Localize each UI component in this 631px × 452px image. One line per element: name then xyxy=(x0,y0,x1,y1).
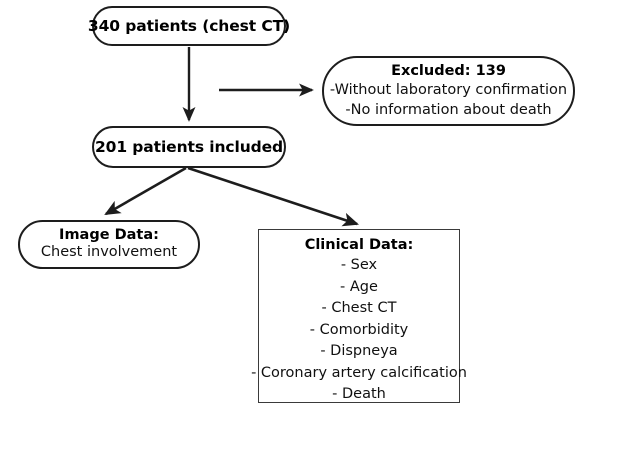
node-clinical-data-line-7: - Death xyxy=(332,386,386,402)
node-enrolled: 340 patients (chest CT) xyxy=(88,6,290,46)
node-image-data-title: Image Data: xyxy=(59,227,159,243)
node-included: 201 patients included xyxy=(92,126,286,168)
node-clinical-data-line-4: - Comorbidity xyxy=(309,321,409,338)
node-excluded-title: Excluded: 139 xyxy=(391,62,506,79)
node-clinical-data-line-5: - Dispneya xyxy=(320,343,398,359)
node-clinical-data-title: Clinical Data: xyxy=(304,237,414,253)
node-image-data: Image Data: Chest involvement xyxy=(18,220,200,269)
node-excluded-line-1: -Without laboratory confirmation xyxy=(329,81,568,98)
node-clinical-data-line-3: - Chest CT xyxy=(321,300,397,316)
node-excluded-line-2: -No information about death xyxy=(345,101,552,118)
node-included-title: 201 patients included xyxy=(94,138,284,156)
node-clinical-data-line-2: - Age xyxy=(340,278,378,295)
node-image-data-line-1: Chest involvement xyxy=(40,244,178,260)
node-clinical-data: Clinical Data: - Sex - Age - Chest CT - … xyxy=(251,229,467,403)
node-clinical-data-line-1: - Sex xyxy=(340,257,378,273)
edge-included-to-image-data xyxy=(104,166,187,216)
node-enrolled-title: 340 patients (chest CT) xyxy=(87,17,291,35)
node-excluded: Excluded: 139 -Without laboratory confir… xyxy=(322,56,575,126)
node-clinical-data-line-6: - Coronary artery calcification xyxy=(251,364,467,381)
edge-included-to-clinical-data xyxy=(187,166,359,227)
